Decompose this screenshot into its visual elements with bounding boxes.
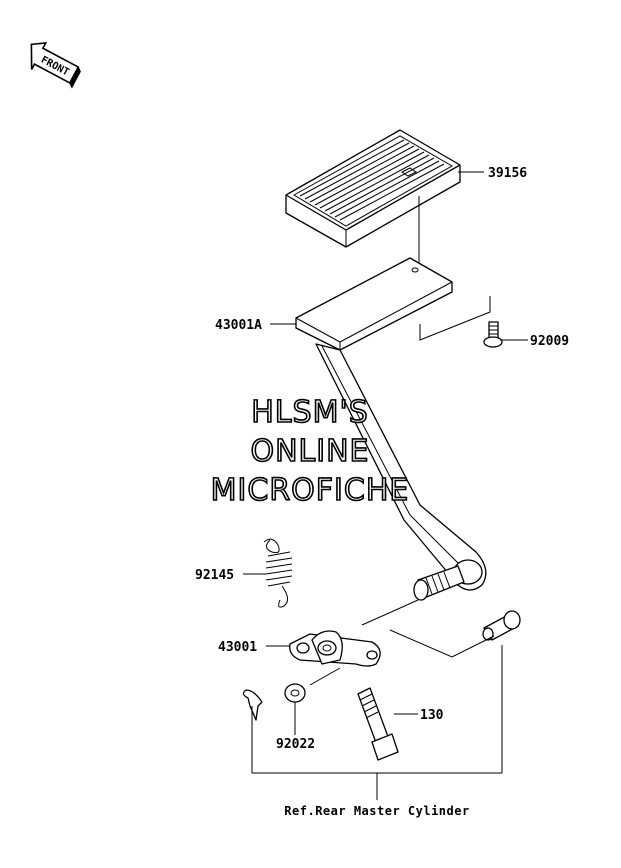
flanged-bolt-92009 — [483, 321, 503, 348]
washer-92022 — [284, 683, 306, 703]
pedal-pad — [285, 129, 461, 248]
bolt-130 — [357, 687, 399, 761]
clevis-pin — [482, 610, 521, 641]
callout-43001: 43001 — [218, 640, 257, 655]
pivot-shaft — [413, 565, 465, 601]
watermark-line-2: ONLINE — [250, 434, 369, 469]
cotter-pin — [242, 689, 263, 721]
lever-43001 — [289, 630, 381, 667]
callout-92145: 92145 — [195, 568, 234, 583]
callout-130: 130 — [420, 708, 444, 723]
spring-92145 — [263, 538, 293, 608]
pad-ribs — [299, 139, 445, 221]
watermark-line-3: MICROFICHE — [211, 473, 410, 508]
front-arrow-icon: FRONT — [30, 41, 81, 89]
callout-92009: 92009 — [530, 334, 569, 349]
callout-43001a: 43001A — [215, 318, 262, 333]
callout-39156: 39156 — [488, 166, 527, 181]
watermark: HLSM'S ONLINE MICROFICHE — [210, 394, 410, 509]
leader-lines — [243, 171, 528, 800]
brake-pedal — [295, 257, 487, 591]
reference-note: Ref.Rear Master Cylinder — [284, 804, 469, 818]
watermark-line-1: HLSM'S — [251, 395, 369, 430]
callout-92022: 92022 — [276, 737, 315, 752]
